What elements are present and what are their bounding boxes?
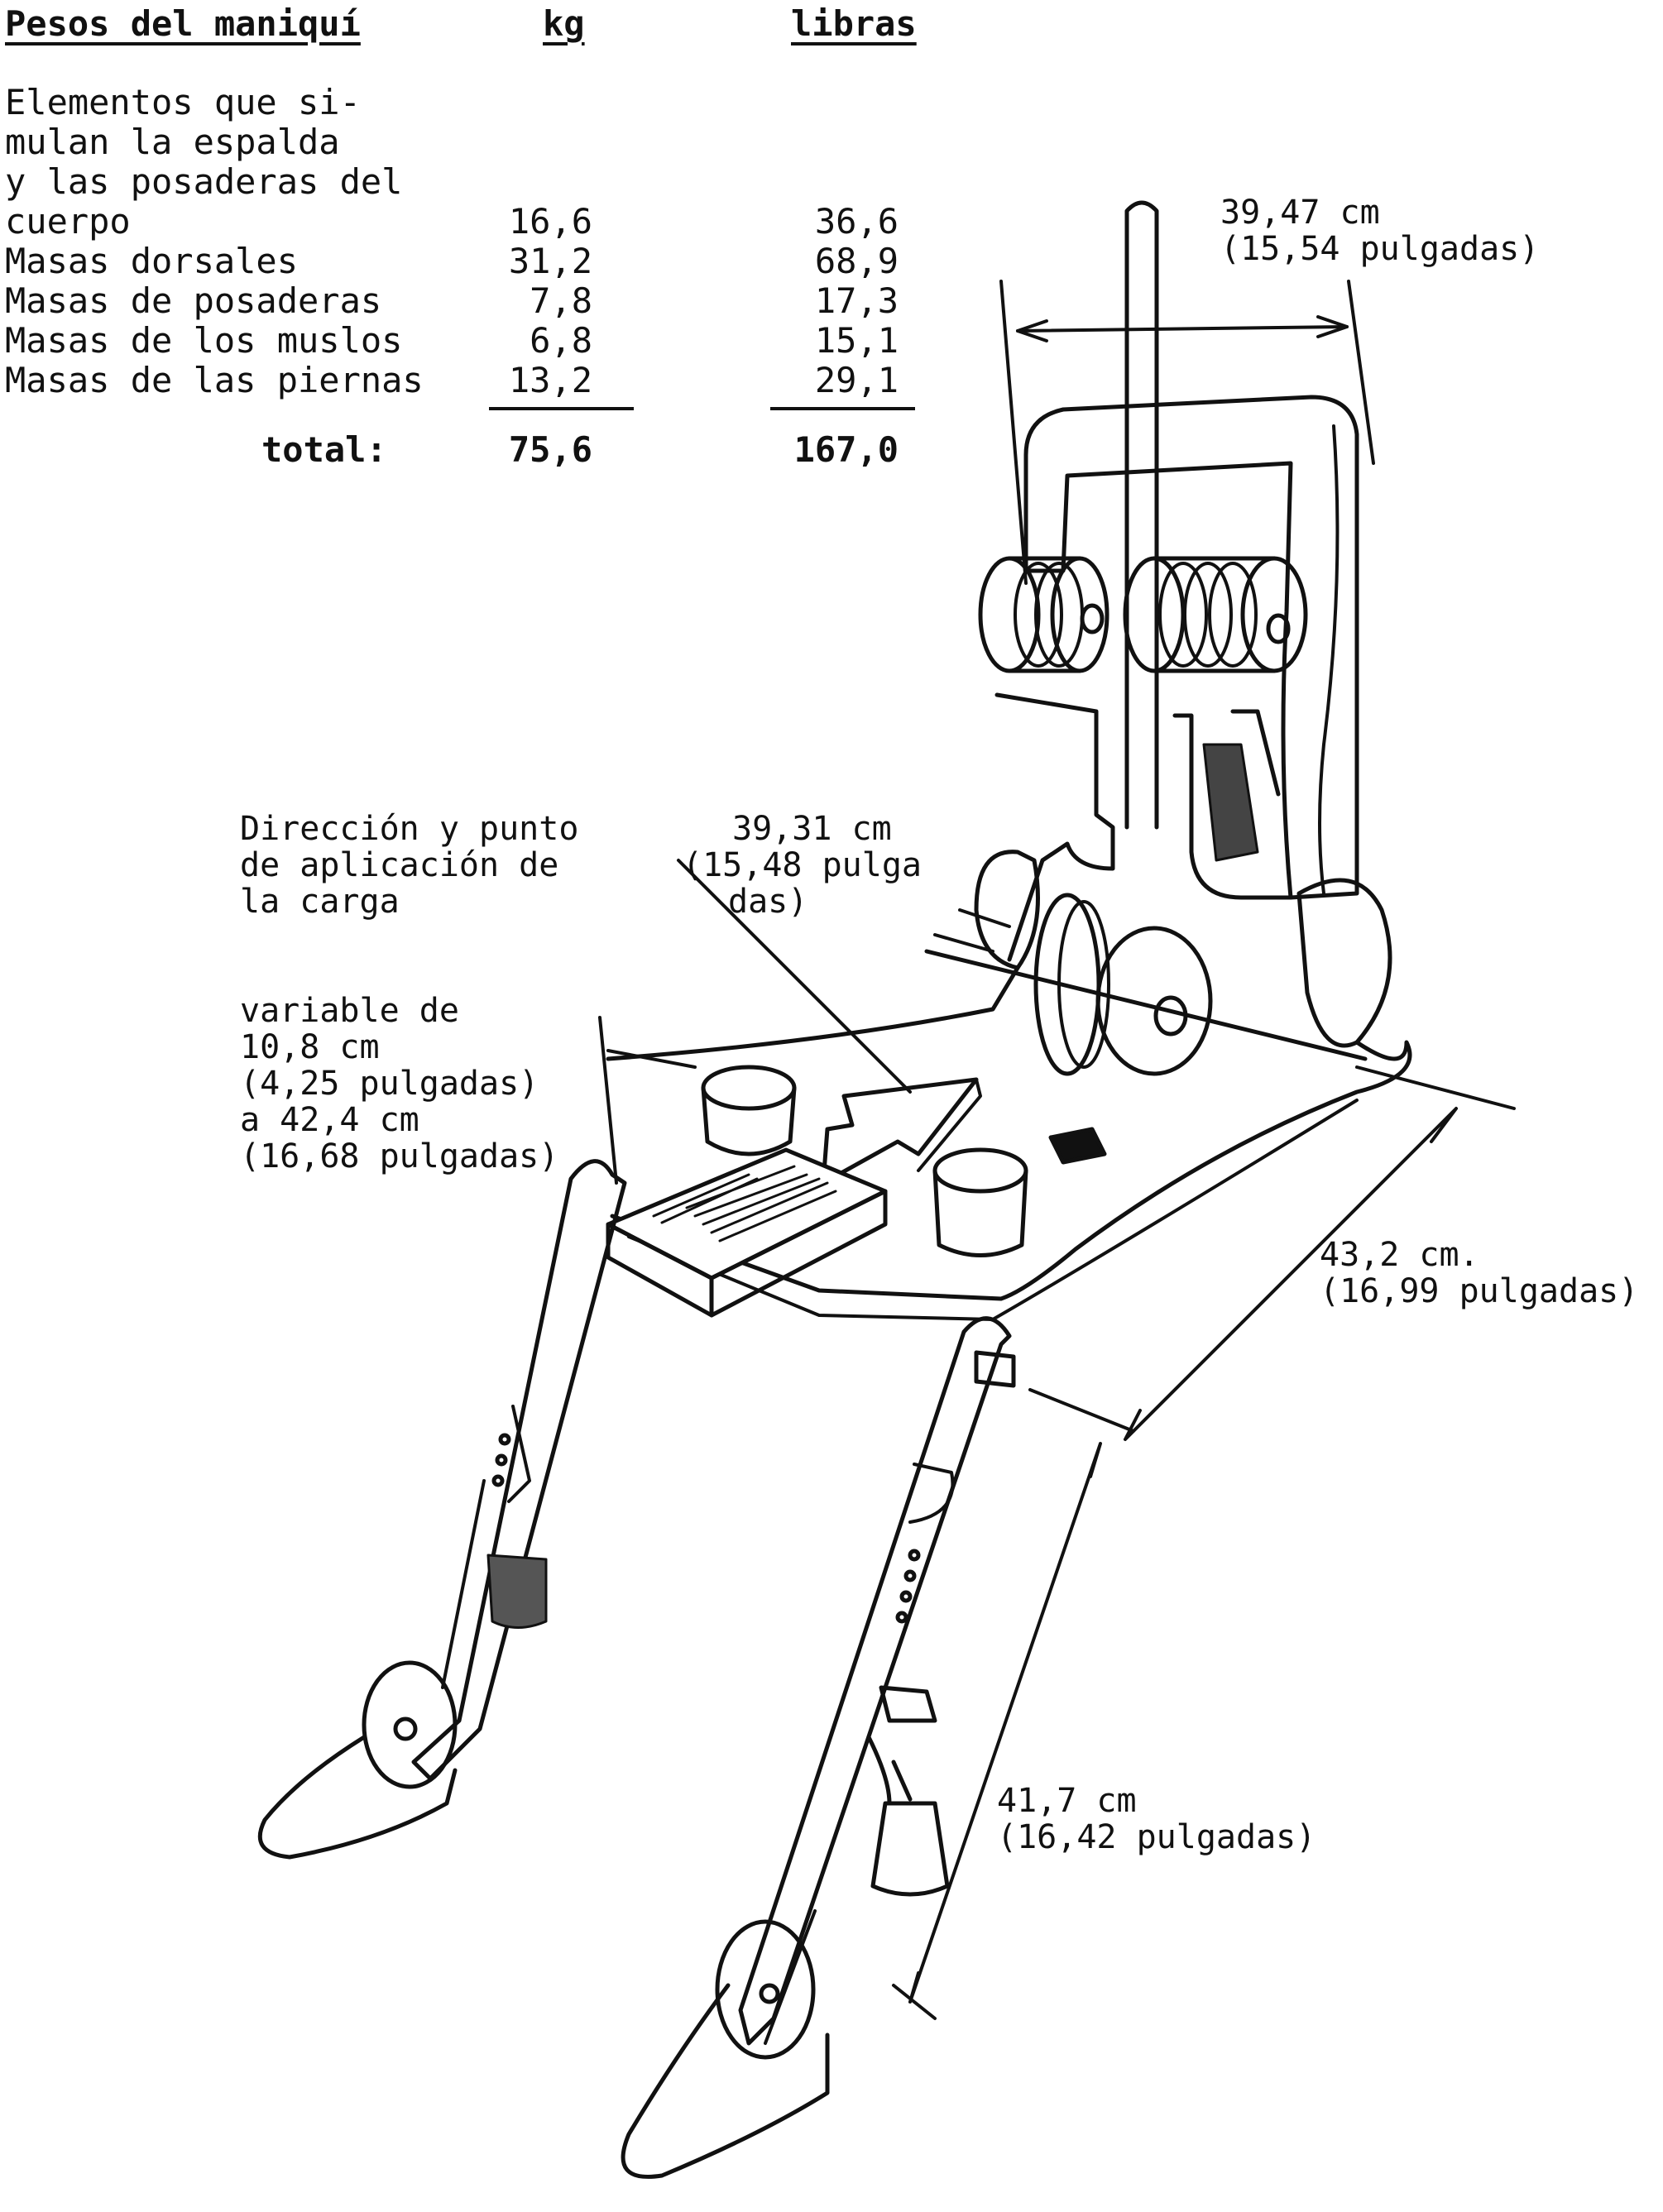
total-rule-kg	[489, 407, 634, 410]
leg-hanging-weight	[870, 1801, 950, 1897]
intro-line: mulan la espalda	[5, 122, 340, 162]
total-rule-lb	[770, 407, 915, 410]
back-width-label: 39,47 cm (15,54 pulgadas)	[1220, 194, 1540, 268]
load-arrow	[821, 1077, 979, 1185]
table-header-label: Pesos del maniquí	[5, 3, 361, 44]
hip-pulley	[1095, 926, 1213, 1076]
table-header-lb: libras	[791, 3, 917, 44]
seat-depth-label: 43,2 cm. (16,99 pulgadas)	[1320, 1236, 1639, 1310]
dimension-lines	[598, 280, 1516, 2020]
row-kg: 7,8	[530, 280, 592, 321]
row-label: Masas de posaderas	[5, 280, 382, 321]
seat-pan	[606, 965, 1412, 1301]
row-label: cuerpo	[5, 201, 131, 242]
seat-pan-edge	[627, 1099, 1359, 1321]
back-weight-discs-right	[1123, 556, 1308, 673]
seat-weight-left	[701, 1065, 797, 1156]
seat-weight-right	[932, 1147, 1028, 1257]
pelvis-left	[974, 850, 1040, 970]
back-weight-discs-left	[978, 556, 1109, 673]
row-kg: 6,8	[530, 320, 592, 361]
variable-range-label: variable de 10,8 cm (4,25 pulgadas) a 42…	[240, 992, 559, 1175]
table-row: Masas dorsales 31,2 68,9	[5, 242, 948, 281]
row-kg: 13,2	[508, 360, 592, 400]
row-label: Masas de los muslos	[5, 320, 403, 361]
row-label: Masas dorsales	[5, 241, 299, 281]
hatched-block	[1202, 743, 1259, 862]
backrest-panel	[1023, 395, 1359, 900]
row-lb: 15,1	[814, 320, 899, 361]
row-kg: 16,6	[508, 201, 592, 242]
load-pad	[606, 1147, 888, 1318]
load-direction-label: Dirección y punto de aplicación de la ca…	[240, 810, 579, 921]
intro-line: Elementos que si-	[5, 82, 361, 122]
table-row: cuerpo 16,6 36,6	[5, 202, 948, 242]
table-row: Masas de las piernas 13,2 29,1	[5, 361, 948, 400]
intro-line: y las posaderas del	[5, 161, 403, 202]
row-kg: 31,2	[508, 241, 592, 281]
total-label: total:	[261, 429, 387, 470]
total-kg: 75,6	[508, 429, 592, 470]
table-row: Masas de posaderas 7,8 17,3	[5, 281, 948, 321]
row-lb: 36,6	[814, 201, 899, 242]
row-lb: 29,1	[814, 360, 899, 400]
table-header-kg: kg	[543, 3, 585, 44]
vertical-load-rod	[1124, 200, 1159, 830]
backrest-inner-edge	[1318, 424, 1340, 895]
total-row: total: 75,6 167,0	[5, 430, 948, 470]
row-lb: 68,9	[814, 241, 899, 281]
hip-axis	[924, 949, 1368, 1061]
total-lb: 167,0	[793, 429, 899, 470]
row-label: Masas de las piernas	[5, 360, 424, 400]
pelvis-right	[1296, 878, 1392, 1048]
table-row: Masas de los muslos 6,8 15,1	[5, 321, 948, 361]
seat-width-label: 39,31 cm (15,48 pulga das)	[683, 810, 922, 921]
row-lb: 17,3	[814, 280, 899, 321]
leg-length-label: 41,7 cm (16,42 pulgadas)	[997, 1782, 1316, 1856]
right-leg	[621, 1316, 1016, 2179]
side-frame	[994, 692, 1293, 962]
small-block	[1048, 1127, 1107, 1165]
left-leg	[257, 1159, 627, 1860]
